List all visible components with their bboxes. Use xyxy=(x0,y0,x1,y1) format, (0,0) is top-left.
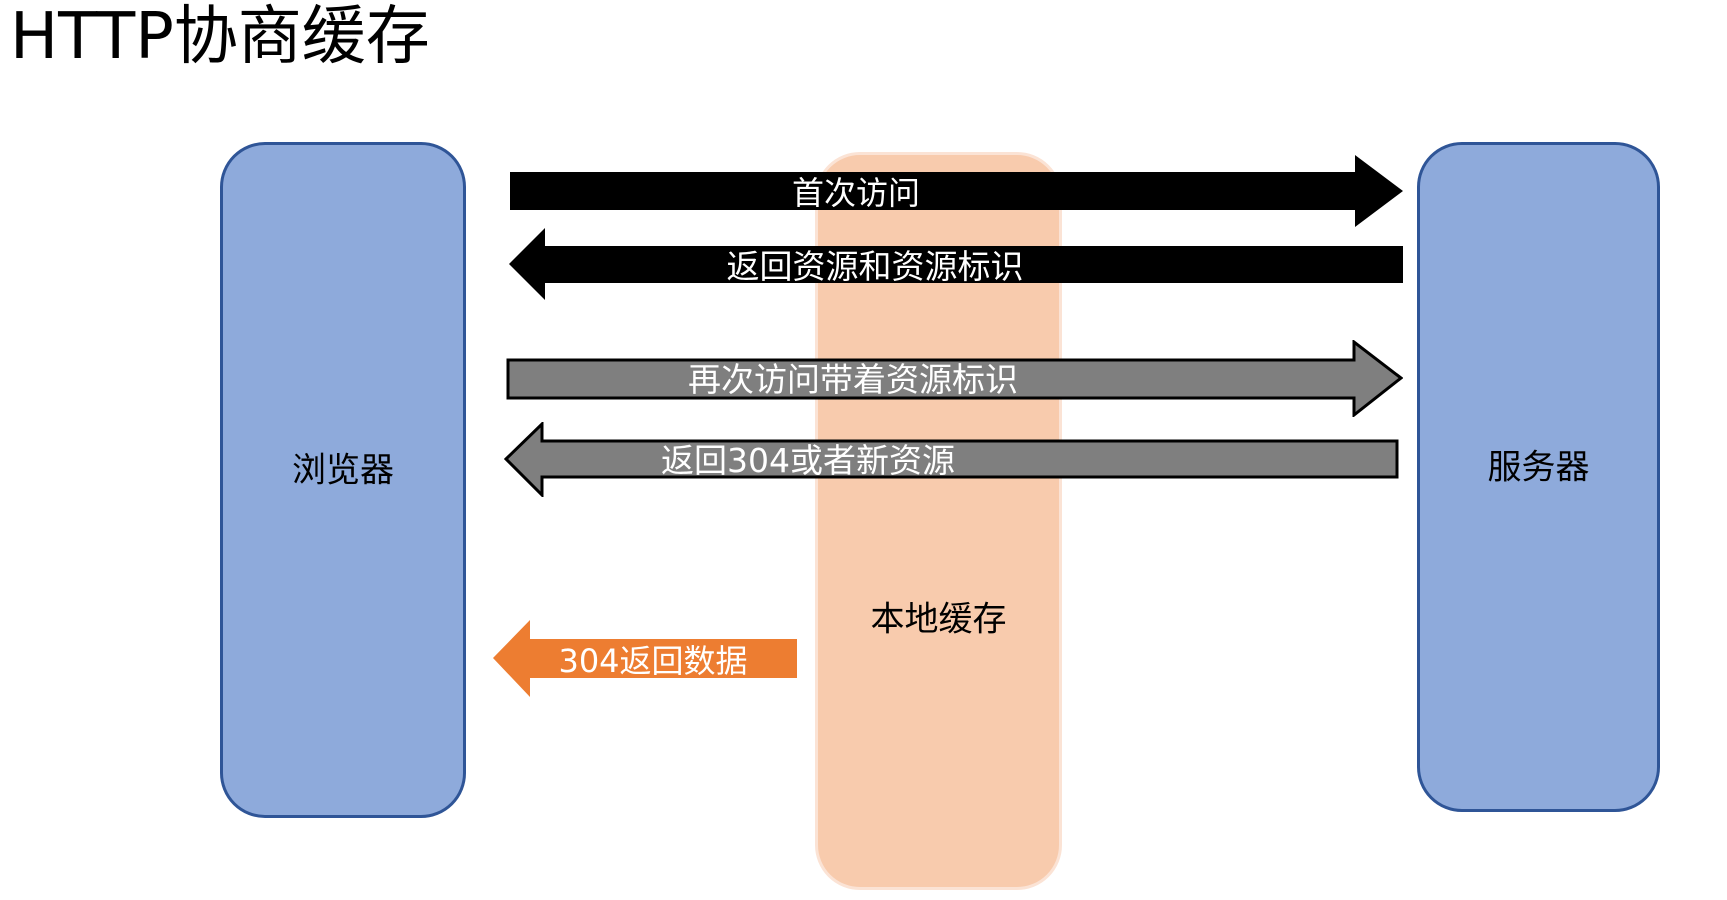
return-resource-arrow-shape xyxy=(509,228,1403,300)
return-resource-arrow-label: 返回资源和资源标识 xyxy=(726,247,1024,286)
return-304-or-new-arrow-shape xyxy=(504,422,1399,497)
cache-304-return-data-arrow-shape xyxy=(493,620,797,697)
revisit-with-etag-arrow-label: 再次访问带着资源标识 xyxy=(688,360,1018,399)
revisit-with-etag-arrow xyxy=(506,340,1403,417)
return-304-or-new-arrow xyxy=(504,422,1399,497)
browser-node: 浏览器 xyxy=(220,142,466,818)
browser-node-label: 浏览器 xyxy=(292,450,394,491)
first-visit-arrow-shape xyxy=(510,155,1403,227)
cache-304-return-data-arrow xyxy=(493,620,797,697)
server-node: 服务器 xyxy=(1417,142,1660,812)
return-resource-arrow xyxy=(509,228,1403,300)
first-visit-arrow-label: 首次访问 xyxy=(791,174,921,212)
local-cache-node-label: 本地缓存 xyxy=(870,599,1007,640)
diagram-title: HTTP协商缓存 xyxy=(10,0,430,74)
server-node-label: 服务器 xyxy=(1487,447,1590,488)
cache-304-return-data-arrow-label: 304返回数据 xyxy=(558,642,748,680)
revisit-with-etag-arrow-shape xyxy=(506,340,1403,417)
return-304-or-new-arrow-label: 返回304或者新资源 xyxy=(661,441,955,480)
first-visit-arrow xyxy=(510,155,1403,227)
